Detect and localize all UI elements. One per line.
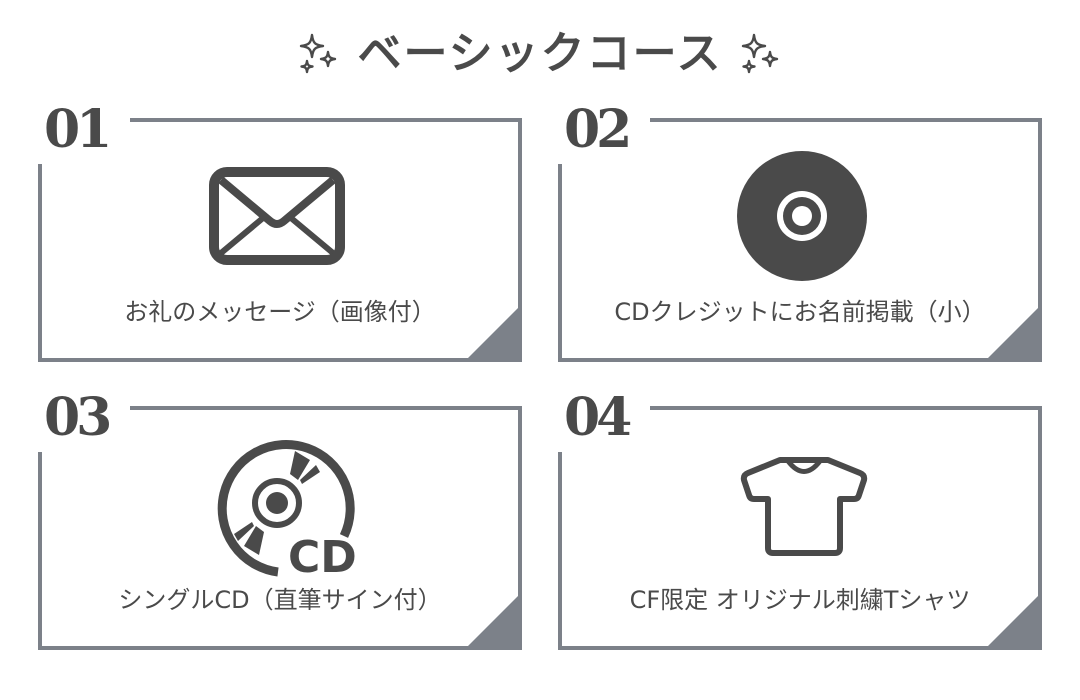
corner-triangle [984, 592, 1042, 650]
frame-edge [518, 118, 522, 362]
corner-triangle [464, 592, 522, 650]
reward-card-02: 02 CDクレジットにお名前掲載（小） [558, 104, 1042, 362]
frame-edge [558, 646, 1042, 650]
frame-edge [1038, 118, 1042, 362]
frame-edge [558, 358, 1042, 362]
card-label: CF限定 オリジナル刺繍Tシャツ [629, 586, 971, 614]
frame-edge [38, 358, 522, 362]
reward-card-03: 03 CD シングルCD（直筆サイン付） [38, 392, 522, 650]
course-title-row: ベーシックコース [0, 22, 1080, 86]
card-label: CDクレジットにお名前掲載（小） [614, 298, 986, 326]
corner-triangle [984, 304, 1042, 362]
course-title: ベーシックコース [357, 28, 723, 79]
sparkle-icon [742, 33, 779, 74]
card-number: 01 [44, 99, 112, 160]
frame-edge [650, 118, 1042, 122]
frame-edge [38, 164, 42, 362]
frame-edge [558, 452, 562, 650]
reward-card-01: 01 お礼のメッセージ（画像付） [38, 104, 522, 362]
frame-edge [558, 164, 562, 362]
frame-edge [518, 406, 522, 650]
card-label: シングルCD（直筆サイン付） [118, 586, 442, 614]
card-number: 03 [44, 387, 112, 448]
reward-card-04: 04 CF限定 オリジナル刺繍Tシャツ [558, 392, 1042, 650]
svg-text:CD: CD [288, 532, 356, 582]
disc-icon [737, 151, 867, 281]
envelope-icon [209, 167, 345, 265]
frame-edge [130, 118, 522, 122]
tshirt-icon [740, 457, 868, 556]
corner-triangle [464, 304, 522, 362]
cd-disc-icon: CD [217, 440, 356, 582]
frame-edge [1038, 406, 1042, 650]
card-number: 02 [564, 99, 632, 160]
sparkle-icon [299, 33, 336, 74]
frame-edge [130, 406, 522, 410]
frame-edge [38, 452, 42, 650]
frame-edge [38, 646, 522, 650]
card-label: お礼のメッセージ（画像付） [124, 298, 436, 326]
card-number: 04 [564, 387, 632, 448]
frame-edge [650, 406, 1042, 410]
